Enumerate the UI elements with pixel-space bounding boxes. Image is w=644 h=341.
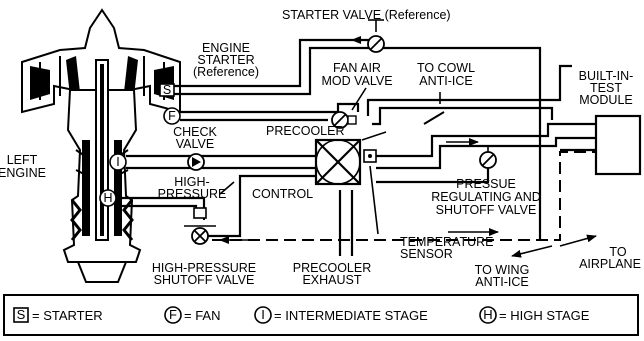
fan-port-symbol: F	[168, 109, 176, 123]
svg-text:TEST: TEST	[590, 81, 622, 95]
temperature-sensor-label: TEMPERATURE SENSOR	[400, 235, 494, 261]
svg-text:BUILT-IN-: BUILT-IN-	[579, 69, 634, 83]
svg-text:= STARTER: = STARTER	[32, 308, 103, 323]
starter-valve-label: STARTER VALVE (Reference)	[282, 8, 451, 22]
temperature-sensor	[363, 149, 377, 163]
left-engine-label: LEFT ENGINE	[0, 153, 46, 180]
precooler	[314, 138, 362, 186]
svg-text:HIGH-: HIGH-	[174, 175, 209, 189]
svg-text:CHECK: CHECK	[173, 125, 217, 139]
svg-text:ENGINE: ENGINE	[202, 41, 250, 55]
svg-text:MODULE: MODULE	[579, 93, 632, 107]
cowl-anti-ice-valve	[423, 111, 445, 125]
svg-text:REGULATING AND: REGULATING AND	[431, 190, 541, 204]
control-label: CONTROL	[252, 187, 313, 201]
hp-shutoff-valve-label: HIGH-PRESSURE SHUTOFF VALVE	[152, 261, 256, 287]
check-valve-label: CHECK VALVE	[173, 125, 217, 151]
svg-text:VALVE: VALVE	[176, 137, 214, 151]
legend-item-high-stage: H = HIGH STAGE	[479, 306, 590, 324]
high-pressure-shutoff-valve	[184, 207, 216, 245]
svg-text:ANTI-ICE: ANTI-ICE	[419, 74, 472, 88]
control-line	[212, 151, 596, 241]
to-airplane-label: TO AIRPLANE	[579, 245, 641, 271]
starter-port-symbol: S	[163, 83, 171, 97]
svg-text:H: H	[483, 307, 492, 322]
legend-item-intermediate: I = INTERMEDIATE STAGE	[254, 306, 428, 324]
svg-text:= INTERMEDIATE STAGE: = INTERMEDIATE STAGE	[274, 308, 428, 323]
svg-text:I: I	[261, 307, 265, 322]
to-cowl-anti-ice-label: TO COWL ANTI-ICE	[417, 61, 475, 88]
svg-text:SHUTOFF VALVE: SHUTOFF VALVE	[436, 203, 537, 217]
svg-text:PRESSUE: PRESSUE	[456, 177, 516, 191]
svg-text:= HIGH STAGE: = HIGH STAGE	[499, 308, 590, 323]
intermediate-port: I	[109, 153, 127, 171]
svg-text:SHUTOFF VALVE: SHUTOFF VALVE	[154, 273, 255, 287]
legend-item-fan: F = FAN	[164, 306, 221, 324]
intermediate-port-symbol: I	[116, 155, 119, 169]
precooler-label: PRECOOLER	[266, 124, 345, 138]
built-in-test-module	[594, 114, 642, 176]
starter-port: S	[159, 83, 175, 97]
svg-text:SENSOR: SENSOR	[400, 247, 453, 261]
precooler-exhaust-label: PRECOOLER EXHAUST	[293, 261, 372, 287]
svg-text:AIRPLANE: AIRPLANE	[579, 257, 641, 271]
svg-text:= FAN: = FAN	[184, 308, 221, 323]
svg-text:(Reference): (Reference)	[193, 65, 259, 79]
built-in-test-module-label: BUILT-IN- TEST MODULE	[579, 69, 634, 107]
pressure-regulating-valve-label: PRESSUE REGULATING AND SHUTOFF VALVE	[431, 177, 541, 217]
svg-text:TO WING: TO WING	[475, 263, 530, 277]
to-wing-arrow	[511, 245, 553, 258]
svg-text:TEMPERATURE: TEMPERATURE	[400, 235, 494, 249]
high-pressure-label: HIGH- PRESSURE	[158, 175, 227, 201]
to-airplane-arrow	[559, 234, 597, 247]
legend: S = STARTER F = FAN I = INTERMEDIATE STA…	[3, 294, 639, 336]
fan-air-mod-valve-label: FAN AIR MOD VALVE	[321, 61, 392, 88]
pressure-regulating-shutoff-valve	[479, 145, 497, 169]
svg-text:MOD VALVE: MOD VALVE	[321, 74, 392, 88]
left-engine-graphic	[21, 8, 181, 283]
svg-text:FAN AIR: FAN AIR	[333, 61, 381, 75]
starter-valve	[367, 19, 385, 53]
svg-text:HIGH-PRESSURE: HIGH-PRESSURE	[152, 261, 256, 275]
fan-port: F	[163, 107, 181, 125]
svg-text:S: S	[17, 307, 26, 322]
high-port-symbol: H	[103, 191, 112, 205]
high-port: H	[99, 189, 117, 207]
svg-text:TO: TO	[609, 245, 626, 259]
svg-text:EXHAUST: EXHAUST	[302, 273, 361, 287]
legend-item-starter: S = STARTER	[13, 307, 103, 323]
fan-air-mod-valve	[331, 111, 357, 129]
to-wing-anti-ice-label: TO WING ANTI-ICE	[475, 263, 530, 289]
svg-text:F: F	[169, 307, 177, 322]
svg-text:LEFT: LEFT	[7, 153, 38, 167]
svg-text:PRECOOLER: PRECOOLER	[293, 261, 372, 275]
svg-text:PRESSURE: PRESSURE	[158, 187, 227, 201]
svg-text:ANTI-ICE: ANTI-ICE	[475, 275, 528, 289]
engine-starter-label: ENGINE STARTER (Reference)	[193, 41, 259, 79]
svg-text:STARTER: STARTER	[197, 53, 254, 67]
svg-text:TO COWL: TO COWL	[417, 61, 475, 75]
svg-text:ENGINE: ENGINE	[0, 166, 46, 180]
check-valve	[187, 153, 205, 171]
